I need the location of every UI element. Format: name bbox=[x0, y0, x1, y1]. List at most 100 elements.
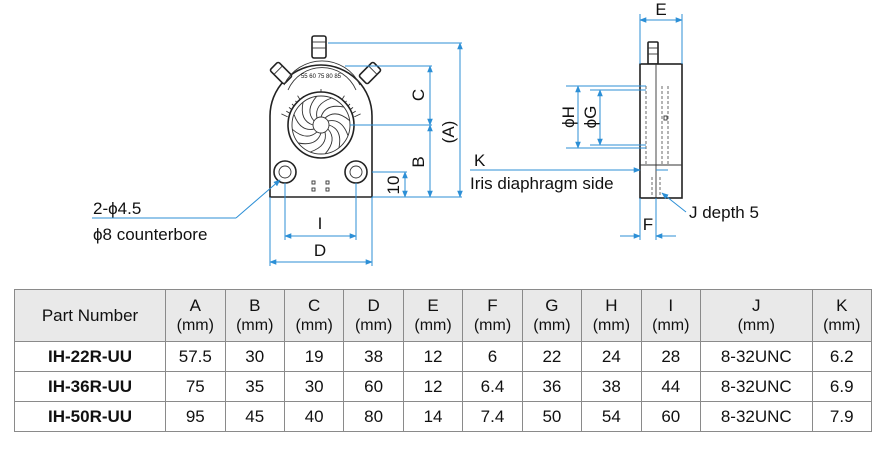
side-dimensions: E ϕH ϕG bbox=[470, 0, 687, 240]
column-header: E(mm) bbox=[402, 289, 464, 342]
dim-label-e: E bbox=[655, 0, 666, 19]
column-header: B(mm) bbox=[224, 289, 285, 342]
column-header-name: F bbox=[487, 295, 498, 315]
table-cell: 50 bbox=[521, 401, 583, 432]
column-header: A(mm) bbox=[165, 289, 226, 342]
part-number-cell: IH-50R-UU bbox=[13, 401, 167, 432]
column-header: J(mm) bbox=[700, 289, 813, 342]
column-header-name: H bbox=[605, 295, 618, 315]
table-cell: 6 bbox=[462, 341, 523, 372]
dim-label-h: ϕH bbox=[559, 106, 578, 128]
table-cell: 38 bbox=[581, 371, 642, 402]
column-header: G(mm) bbox=[521, 289, 583, 342]
top-knob bbox=[311, 35, 327, 59]
hole-callout-line2: ϕ8 counterbore bbox=[93, 225, 207, 244]
table-cell: 75 bbox=[165, 371, 226, 402]
table-cell: 6.4 bbox=[462, 371, 523, 402]
table-cell: 30 bbox=[224, 341, 285, 372]
column-header-unit: (mm) bbox=[823, 316, 861, 334]
table-cell: 6.2 bbox=[811, 341, 872, 372]
table-cell: 8-32UNC bbox=[700, 371, 813, 402]
column-header-unit: (mm) bbox=[533, 316, 571, 334]
dim-label-g: ϕG bbox=[581, 106, 600, 129]
table-cell: 19 bbox=[283, 341, 345, 372]
column-header: H(mm) bbox=[581, 289, 642, 342]
dim-label-10: 10 bbox=[384, 176, 403, 195]
column-header: Part Number bbox=[13, 289, 167, 342]
table-cell: 44 bbox=[640, 371, 702, 402]
dim-label-f: F bbox=[643, 215, 653, 234]
dim-label-k: K bbox=[474, 151, 486, 170]
dim-label-c: C bbox=[409, 89, 428, 101]
table-cell: 95 bbox=[165, 401, 226, 432]
table-cell: 36 bbox=[521, 371, 583, 402]
column-header: F(mm) bbox=[462, 289, 523, 342]
table-cell: 14 bbox=[402, 401, 464, 432]
column-header-name: C bbox=[308, 295, 321, 315]
part-number-cell: IH-22R-UU bbox=[13, 341, 167, 372]
iris-outer-ring bbox=[287, 91, 355, 159]
table-cell: 80 bbox=[343, 401, 404, 432]
table-cell: 24 bbox=[581, 341, 642, 372]
table-cell: 45 bbox=[224, 401, 285, 432]
dim-label-a: (A) bbox=[439, 121, 458, 144]
side-body bbox=[639, 63, 683, 199]
dim-label-i: I bbox=[318, 214, 323, 233]
column-header-name: A bbox=[189, 295, 201, 315]
column-header: D(mm) bbox=[343, 289, 404, 342]
table-cell: 6.9 bbox=[811, 371, 872, 402]
table-cell: 57.5 bbox=[165, 341, 226, 372]
column-header-name: K bbox=[836, 295, 848, 315]
column-header: C(mm) bbox=[283, 289, 345, 342]
table-cell: 40 bbox=[283, 401, 345, 432]
front-dimensions: C B (A) 10 I D bbox=[92, 42, 463, 266]
table-cell: 7.9 bbox=[811, 401, 872, 432]
column-header-unit: (mm) bbox=[473, 316, 512, 334]
column-header-unit: (mm) bbox=[592, 316, 631, 334]
column-header-name: D bbox=[367, 295, 380, 315]
column-header-unit: (mm) bbox=[737, 316, 775, 334]
dim-label-b: B bbox=[409, 156, 428, 167]
right-lever-knob bbox=[358, 61, 382, 85]
table-cell: 38 bbox=[343, 341, 404, 372]
column-header-unit: (mm) bbox=[414, 316, 452, 334]
column-header-unit: (mm) bbox=[295, 316, 333, 334]
hole-callout-line1: 2-ϕ4.5 bbox=[93, 199, 141, 218]
dial-text: 55 60 75 80 85 bbox=[301, 74, 342, 80]
column-header-name: E bbox=[427, 295, 439, 315]
right-counterbore-hole bbox=[344, 160, 368, 184]
dim-label-d: D bbox=[314, 241, 326, 260]
column-header-unit: (mm) bbox=[652, 316, 690, 334]
column-header-name: J bbox=[752, 295, 761, 315]
table-cell: 54 bbox=[581, 401, 642, 432]
table-cell: 8-32UNC bbox=[700, 341, 813, 372]
front-view: 55 60 75 80 85 bbox=[269, 35, 382, 198]
table-cell: 7.4 bbox=[462, 401, 523, 432]
column-header-unit: (mm) bbox=[354, 316, 393, 334]
table-cell: 12 bbox=[402, 371, 464, 402]
column-header-name: I bbox=[668, 295, 674, 315]
left-counterbore-hole bbox=[273, 160, 297, 184]
table-cell: 12 bbox=[402, 341, 464, 372]
column-header-unit: (mm) bbox=[176, 316, 214, 334]
scale-dial bbox=[283, 60, 361, 86]
column-header-name: Part Number bbox=[41, 305, 139, 325]
column-header-name: B bbox=[249, 295, 261, 315]
side-view bbox=[639, 41, 683, 199]
iris-blades bbox=[292, 96, 350, 154]
column-header: I(mm) bbox=[640, 289, 702, 342]
left-lever-knob bbox=[269, 61, 293, 85]
technical-drawing: 55 60 75 80 85 C B bbox=[92, 0, 759, 266]
part-number-cell: IH-36R-UU bbox=[13, 371, 167, 402]
table-cell: 60 bbox=[343, 371, 404, 402]
column-header-name: G bbox=[545, 295, 559, 315]
table-cell: 8-32UNC bbox=[700, 401, 813, 432]
table-cell: 35 bbox=[224, 371, 285, 402]
iris-side-label: Iris diaphragm side bbox=[470, 174, 614, 193]
